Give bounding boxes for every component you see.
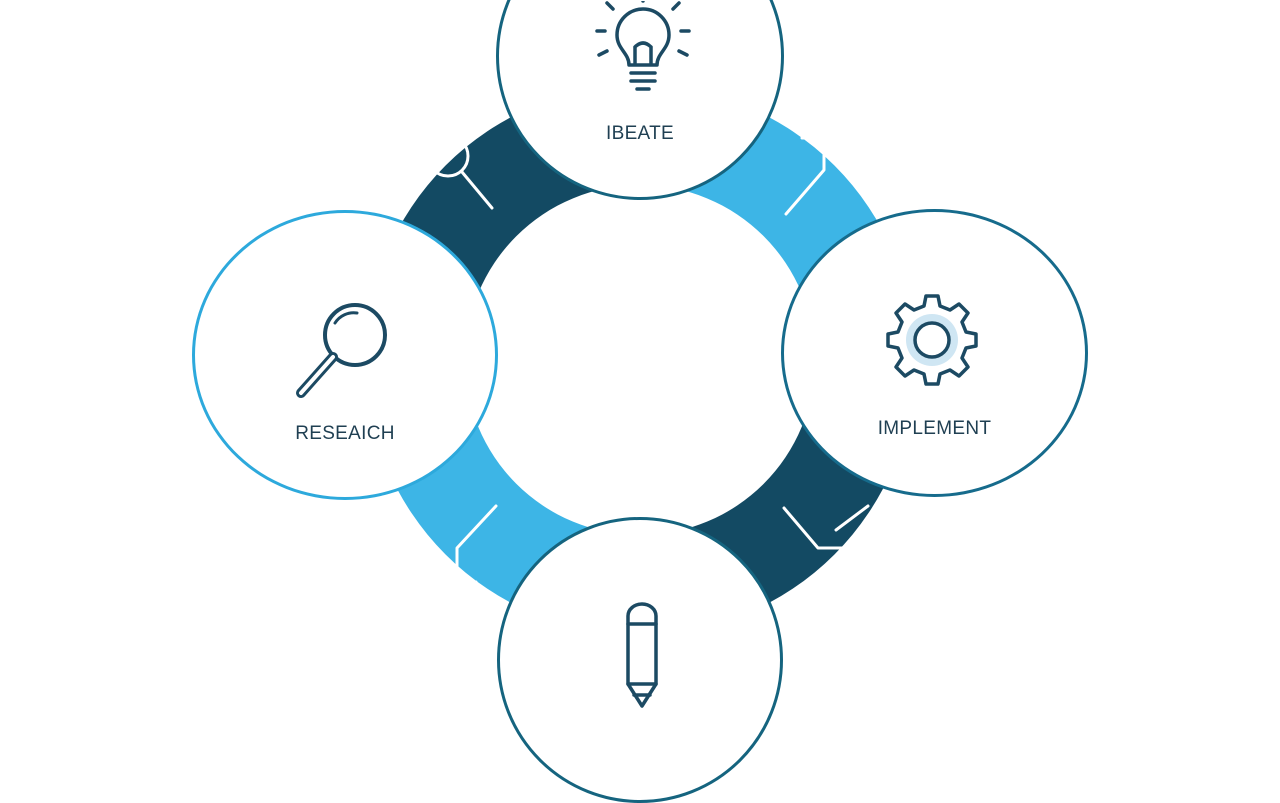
stage-research[interactable]: RESEAICH bbox=[192, 210, 498, 500]
gear-icon bbox=[886, 294, 978, 386]
magnifier-icon bbox=[296, 303, 387, 398]
cycle-diagram: IBEATE RESEAICH IMPLEMENT bbox=[192, 0, 1088, 803]
arrow-tick bbox=[834, 504, 870, 532]
stage-label: IBEATE bbox=[606, 123, 674, 144]
magnifier-outline-icon bbox=[426, 134, 494, 210]
arrow-bracket-icon bbox=[782, 506, 844, 550]
pencil-icon bbox=[626, 602, 658, 708]
lightbulb-icon bbox=[595, 1, 691, 91]
stage-label: RESEAICH bbox=[295, 423, 395, 444]
stage-label: IMPLEMENT bbox=[877, 418, 992, 439]
stage-design[interactable] bbox=[497, 517, 783, 803]
arrow-bracket-icon bbox=[784, 136, 826, 216]
arrow-bracket-icon bbox=[455, 504, 498, 584]
stage-implement[interactable]: IMPLEMENT bbox=[781, 209, 1088, 497]
